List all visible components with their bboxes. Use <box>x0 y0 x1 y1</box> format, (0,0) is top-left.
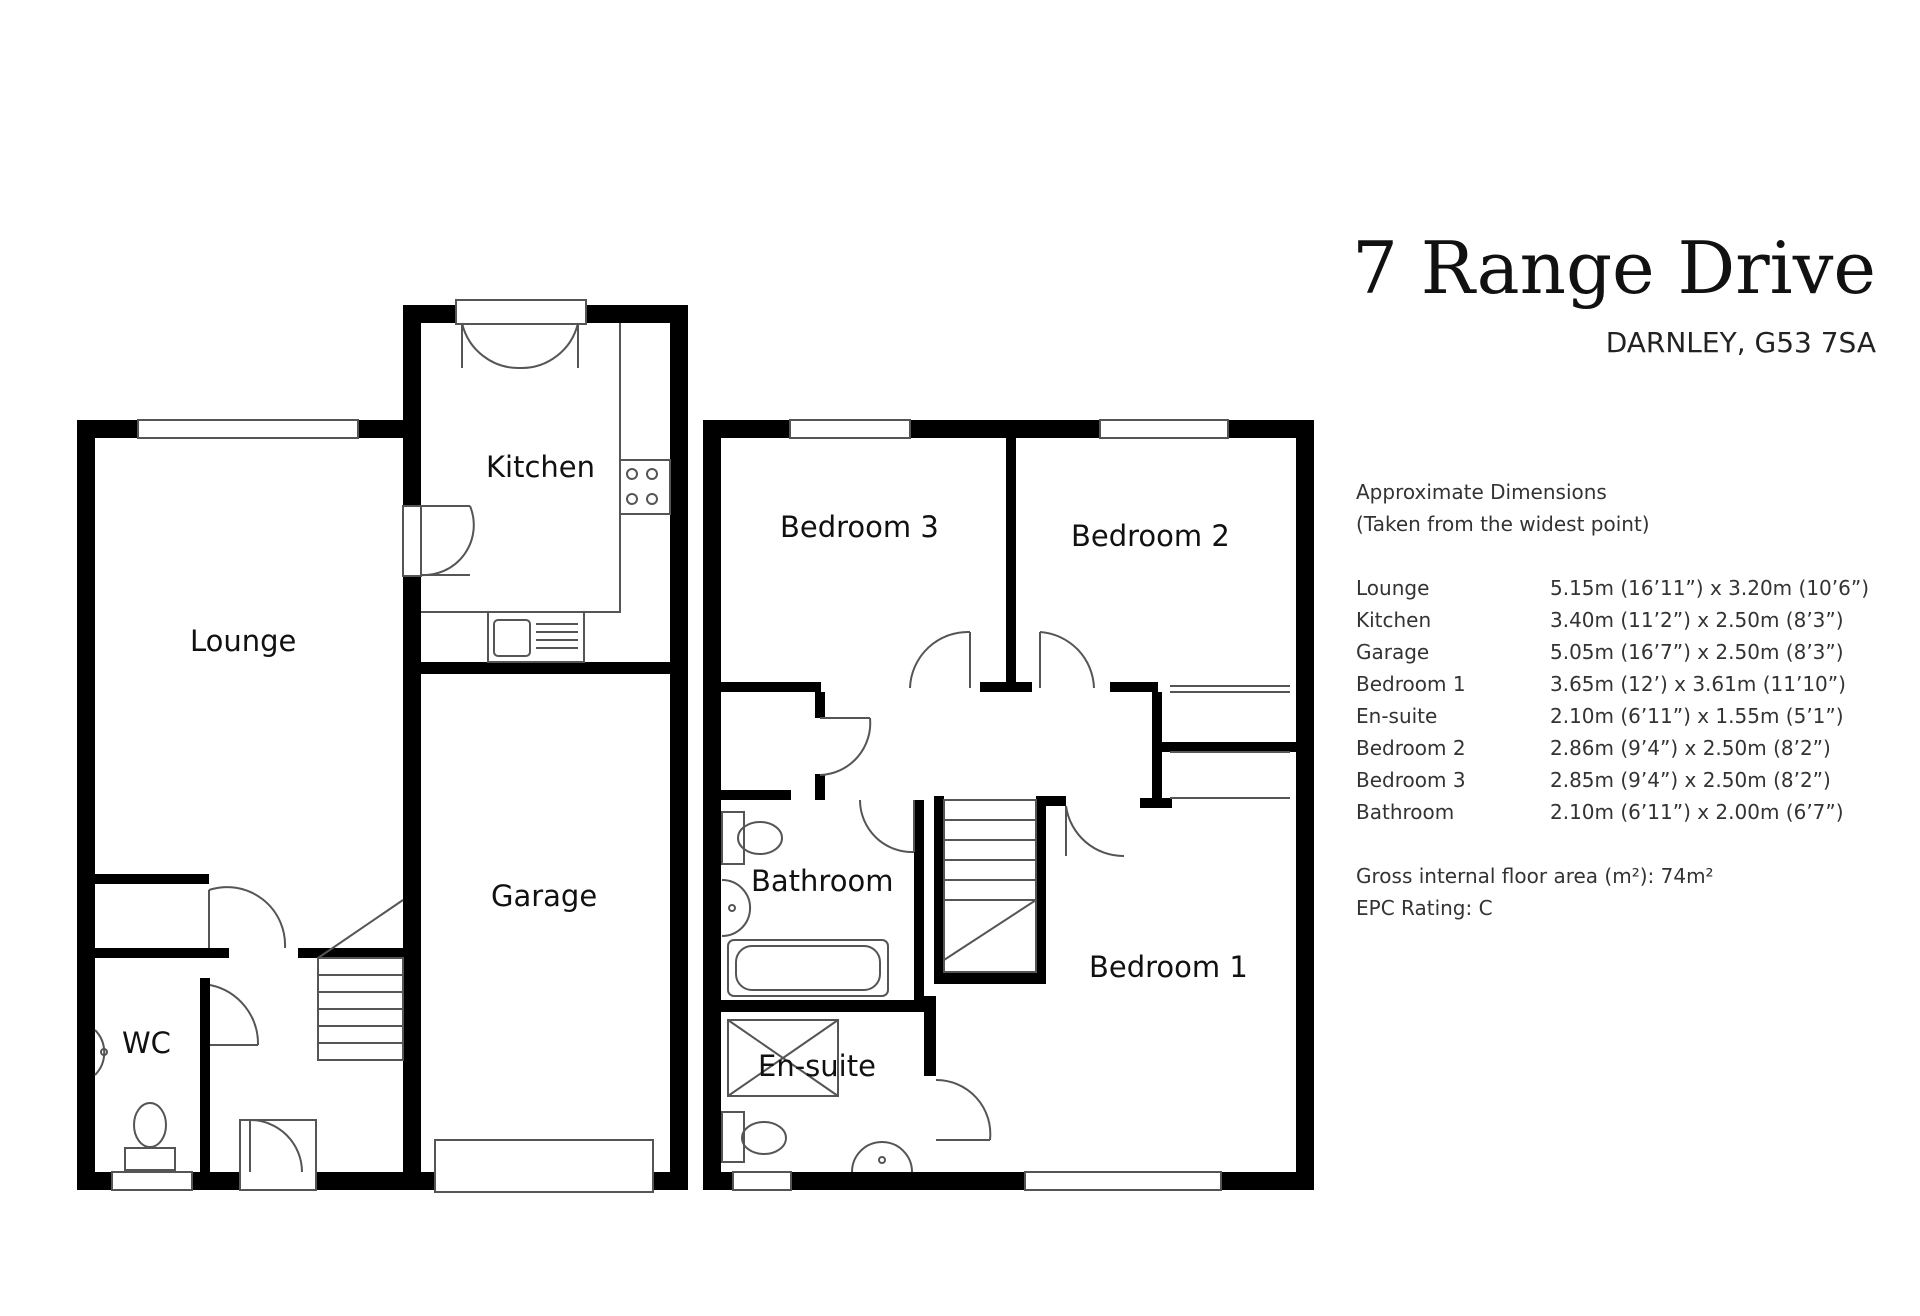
room-label-bedroom-1: Bedroom 1 <box>1089 950 1248 984</box>
property-name: 7 Range Drive <box>1352 226 1876 310</box>
ground-floor: Lounge Kitchen Garage WC <box>77 299 688 1193</box>
dimension-room: Kitchen <box>1356 608 1432 632</box>
dimension-size: 5.15m (16’11”) x 3.20m (10’6”) <box>1550 576 1870 600</box>
property-location: DARNLEY, G53 7SA <box>1605 326 1876 359</box>
dimension-room: Bathroom <box>1356 800 1455 824</box>
ground-floor-walls <box>77 305 688 1190</box>
dimension-room: Bedroom 3 <box>1356 768 1466 792</box>
first-floor-stairs <box>943 799 1037 973</box>
dimensions-table: Lounge 5.15m (16’11”) x 3.20m (10’6”) Ki… <box>1356 572 1896 828</box>
dimensions-footer: Gross internal floor area (m²): 74m² EPC… <box>1356 860 1714 924</box>
first-floor-doors <box>819 630 1125 1141</box>
kitchen-worktop <box>421 323 671 663</box>
dimension-size: 2.10m (6’11”) x 1.55m (5’1”) <box>1550 704 1844 728</box>
dimension-row: Garage 5.05m (16’7”) x 2.50m (8’3”) <box>1356 636 1896 668</box>
room-label-ensuite: En-suite <box>758 1049 876 1083</box>
dimension-size: 2.10m (6’11”) x 2.00m (6’7”) <box>1550 800 1844 824</box>
bathroom-fixtures <box>721 811 889 997</box>
dimension-room: Lounge <box>1356 576 1430 600</box>
room-label-bathroom: Bathroom <box>751 864 893 898</box>
dimension-row: Bathroom 2.10m (6’11”) x 2.00m (6’7”) <box>1356 796 1896 828</box>
ground-stairs <box>317 899 404 1061</box>
dimension-room: Garage <box>1356 640 1430 664</box>
dimension-row: Kitchen 3.40m (11’2”) x 2.50m (8’3”) <box>1356 604 1896 636</box>
dimension-row: Bedroom 1 3.65m (12’) x 3.61m (11’10”) <box>1356 668 1896 700</box>
dimension-row: Lounge 5.15m (16’11”) x 3.20m (10’6”) <box>1356 572 1896 604</box>
wc-fixtures <box>94 1029 176 1171</box>
dimensions-title: Approximate Dimensions <box>1356 480 1607 504</box>
dimension-size: 2.86m (9’4”) x 2.50m (8’2”) <box>1550 736 1831 760</box>
room-label-lounge: Lounge <box>190 624 296 658</box>
dimension-size: 3.40m (11’2”) x 2.50m (8’3”) <box>1550 608 1844 632</box>
room-label-bedroom-3: Bedroom 3 <box>780 510 939 544</box>
ground-floor-windows <box>111 299 654 1193</box>
wardrobe-doors <box>1170 685 1290 799</box>
room-label-kitchen: Kitchen <box>486 450 595 484</box>
kitchen-door <box>402 505 475 577</box>
dimension-row: Bedroom 3 2.85m (9’4”) x 2.50m (8’2”) <box>1356 764 1896 796</box>
dimension-room: Bedroom 1 <box>1356 672 1466 696</box>
room-label-wc: WC <box>122 1026 171 1060</box>
ground-internal-doors <box>208 886 287 1046</box>
dimension-size: 5.05m (16’7”) x 2.50m (8’3”) <box>1550 640 1844 664</box>
kitchen-french-doors <box>461 322 579 370</box>
epc-rating: EPC Rating: C <box>1356 896 1493 920</box>
dimension-room: En-suite <box>1356 704 1438 728</box>
ensuite-fixtures <box>721 1019 913 1173</box>
dimension-room: Bedroom 2 <box>1356 736 1466 760</box>
dimension-size: 3.65m (12’) x 3.61m (11’10”) <box>1550 672 1846 696</box>
first-floor: Bedroom 3 Bedroom 2 Bathroom En-suite Be… <box>703 419 1314 1191</box>
dimensions-subtitle: (Taken from the widest point) <box>1356 512 1650 536</box>
dimension-row: Bedroom 2 2.86m (9’4”) x 2.50m (8’2”) <box>1356 732 1896 764</box>
dimension-size: 2.85m (9’4”) x 2.50m (8’2”) <box>1550 768 1831 792</box>
front-door <box>239 1119 317 1191</box>
room-label-garage: Garage <box>491 879 597 913</box>
first-floor-windows <box>732 419 1229 1191</box>
room-label-bedroom-2: Bedroom 2 <box>1071 519 1230 553</box>
floor-area: Gross internal floor area (m²): 74m² <box>1356 864 1714 888</box>
dimension-row: En-suite 2.10m (6’11”) x 1.55m (5’1”) <box>1356 700 1896 732</box>
dimensions-heading: Approximate Dimensions (Taken from the w… <box>1356 476 1650 540</box>
